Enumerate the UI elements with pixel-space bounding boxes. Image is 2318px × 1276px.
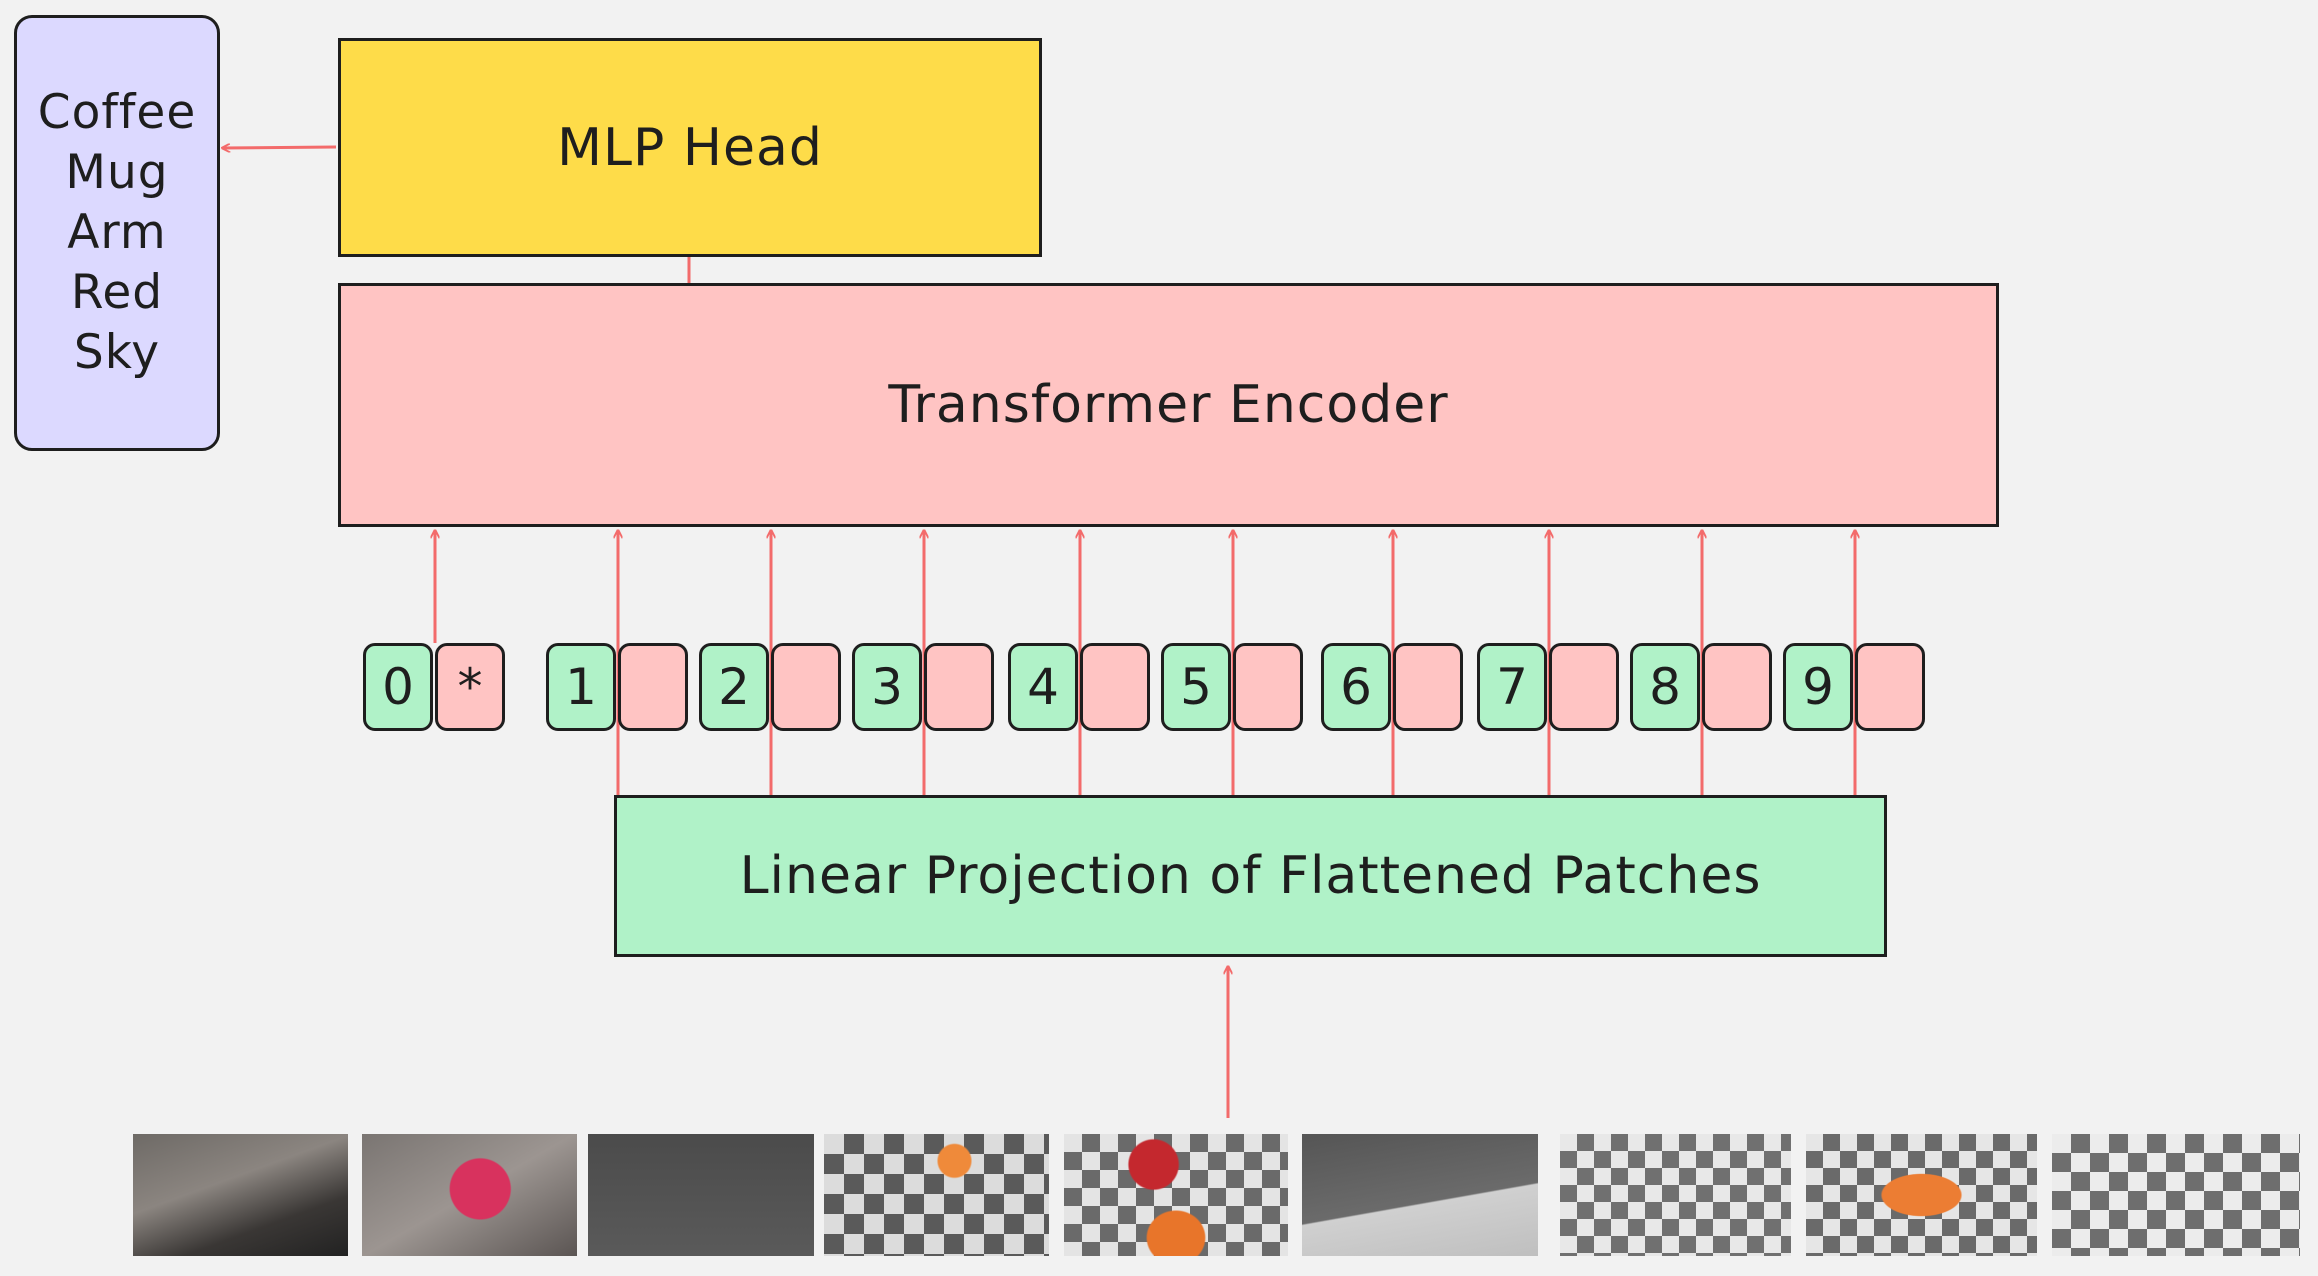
linear-projection-label: Linear Projection of Flattened Patches	[739, 846, 1762, 906]
class-labels-box: Coffee Mug Arm Red Sky	[14, 15, 220, 451]
position-token-2: 2	[699, 643, 769, 731]
embedding-token-7	[1549, 643, 1619, 731]
embedding-token-6	[1393, 643, 1463, 731]
embedding-token-8	[1702, 643, 1772, 731]
embedding-token-5	[1233, 643, 1303, 731]
mlp-to-classes-arrow	[222, 147, 337, 148]
embedding-token-2	[771, 643, 841, 731]
embedding-token-1	[618, 643, 688, 731]
class-label: Red	[70, 265, 164, 320]
robot-arm-desk-patch	[133, 1134, 348, 1256]
orange-cup-checkerboard-patch	[1806, 1134, 2037, 1256]
position-token-7: 7	[1477, 643, 1547, 731]
position-token-4: 4	[1008, 643, 1078, 731]
position-token-3: 3	[852, 643, 922, 731]
mlp-head-label: MLP Head	[557, 117, 823, 178]
red-robot-yellow-cloth-patch	[1064, 1134, 1288, 1256]
grey-floor-patch	[1302, 1134, 1538, 1256]
mlp-head-box: MLP Head	[338, 38, 1042, 257]
position-token-0: 0	[363, 643, 433, 731]
embedding-token-0: *	[435, 643, 505, 731]
class-label: Arm	[67, 205, 167, 260]
transformer-encoder-label: Transformer Encoder	[888, 375, 1449, 435]
transformer-encoder-box: Transformer Encoder	[338, 283, 1999, 527]
class-label: Mug	[65, 145, 169, 200]
position-token-9: 9	[1783, 643, 1853, 731]
position-token-8: 8	[1630, 643, 1700, 731]
orange-ball-checkerboard-patch	[824, 1134, 1049, 1256]
embedding-token-9	[1855, 643, 1925, 731]
position-token-1: 1	[546, 643, 616, 731]
position-token-5: 5	[1161, 643, 1231, 731]
linear-projection-box: Linear Projection of Flattened Patches	[614, 795, 1887, 957]
embedding-token-3	[924, 643, 994, 731]
checkerboard-pattern-patch	[2052, 1134, 2300, 1256]
red-robot-arm-patch	[362, 1134, 577, 1256]
position-token-6: 6	[1321, 643, 1391, 731]
grey-surface-patch	[588, 1134, 814, 1256]
checkerboard-patch	[1560, 1134, 1791, 1256]
embedding-token-4	[1080, 643, 1150, 731]
class-label: Sky	[73, 325, 161, 380]
class-label: Coffee	[37, 85, 197, 140]
